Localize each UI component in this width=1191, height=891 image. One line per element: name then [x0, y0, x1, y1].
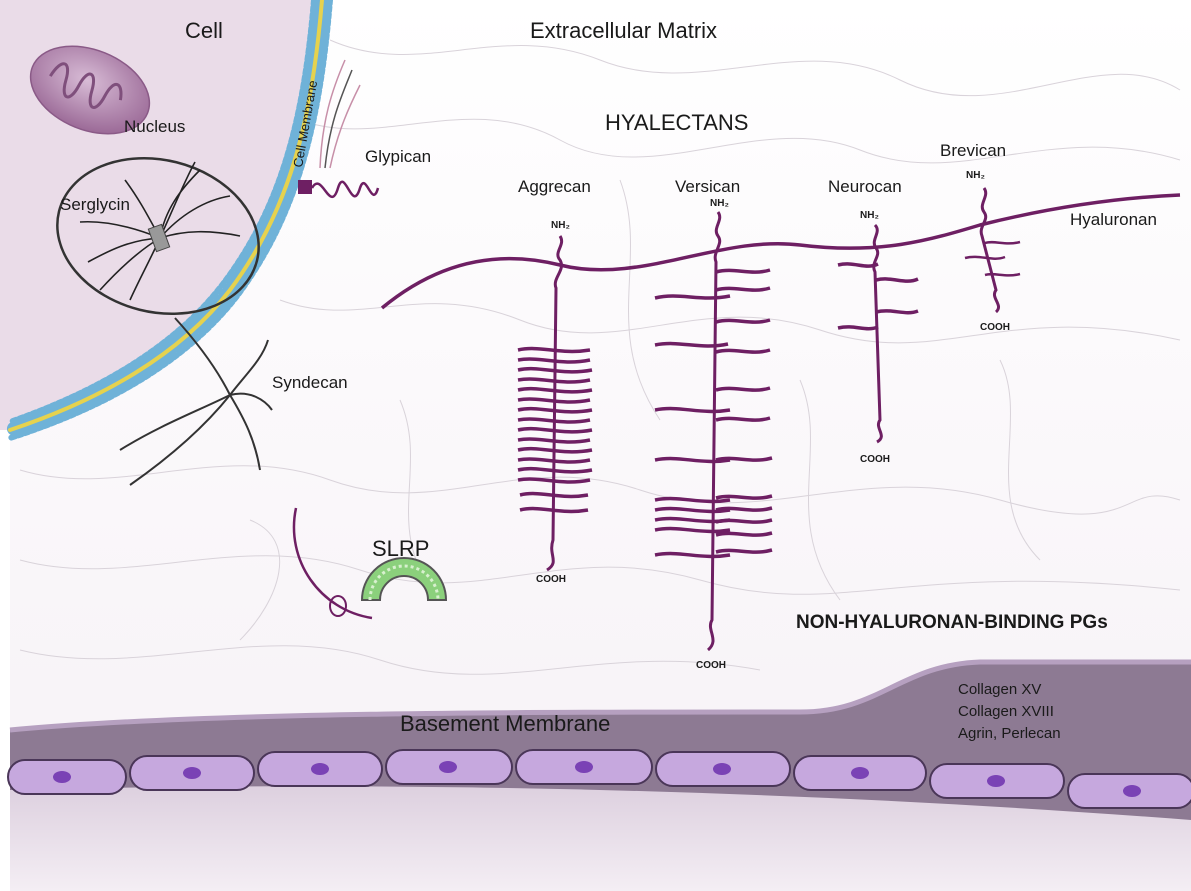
aggrecan-nh2-label: NH₂ [551, 220, 570, 231]
bm-component-agrin-perlecan: Agrin, Perlecan [958, 725, 1061, 742]
hyalectans-label: HYALECTANS [605, 110, 748, 135]
slrp-label: SLRP [372, 536, 429, 561]
bm-component-collagen-xv: Collagen XV [958, 681, 1041, 698]
glypican-label: Glypican [365, 147, 431, 166]
bm-component-collagen-xviii: Collagen XVIII [958, 703, 1054, 720]
versican-label: Versican [675, 177, 740, 196]
basement-membrane-label: Basement Membrane [400, 711, 610, 736]
neurocan-nh2-label: NH₂ [860, 210, 879, 221]
neurocan-label: Neurocan [828, 177, 902, 196]
serglycin-label: Serglycin [60, 195, 130, 214]
nucleus-label: Nucleus [124, 117, 185, 136]
brevican-cooh-label: COOH [980, 322, 1010, 333]
aggrecan-cooh-label: COOH [536, 574, 566, 585]
aggrecan-label: Aggrecan [518, 177, 591, 196]
versican-cooh-label: COOH [696, 660, 726, 671]
brevican-nh2-label: NH₂ [966, 170, 985, 181]
syndecan-label: Syndecan [272, 373, 348, 392]
cell-label: Cell [185, 18, 223, 43]
non-hyaluronan-binding-label: NON-HYALURONAN-BINDING PGs [796, 612, 1108, 633]
brevican-label: Brevican [940, 141, 1006, 160]
neurocan-cooh-label: COOH [860, 454, 890, 465]
hyaluronan-label: Hyaluronan [1070, 210, 1157, 229]
versican-nh2-label: NH₂ [710, 198, 729, 209]
extracellular-matrix-label: Extracellular Matrix [530, 18, 717, 43]
